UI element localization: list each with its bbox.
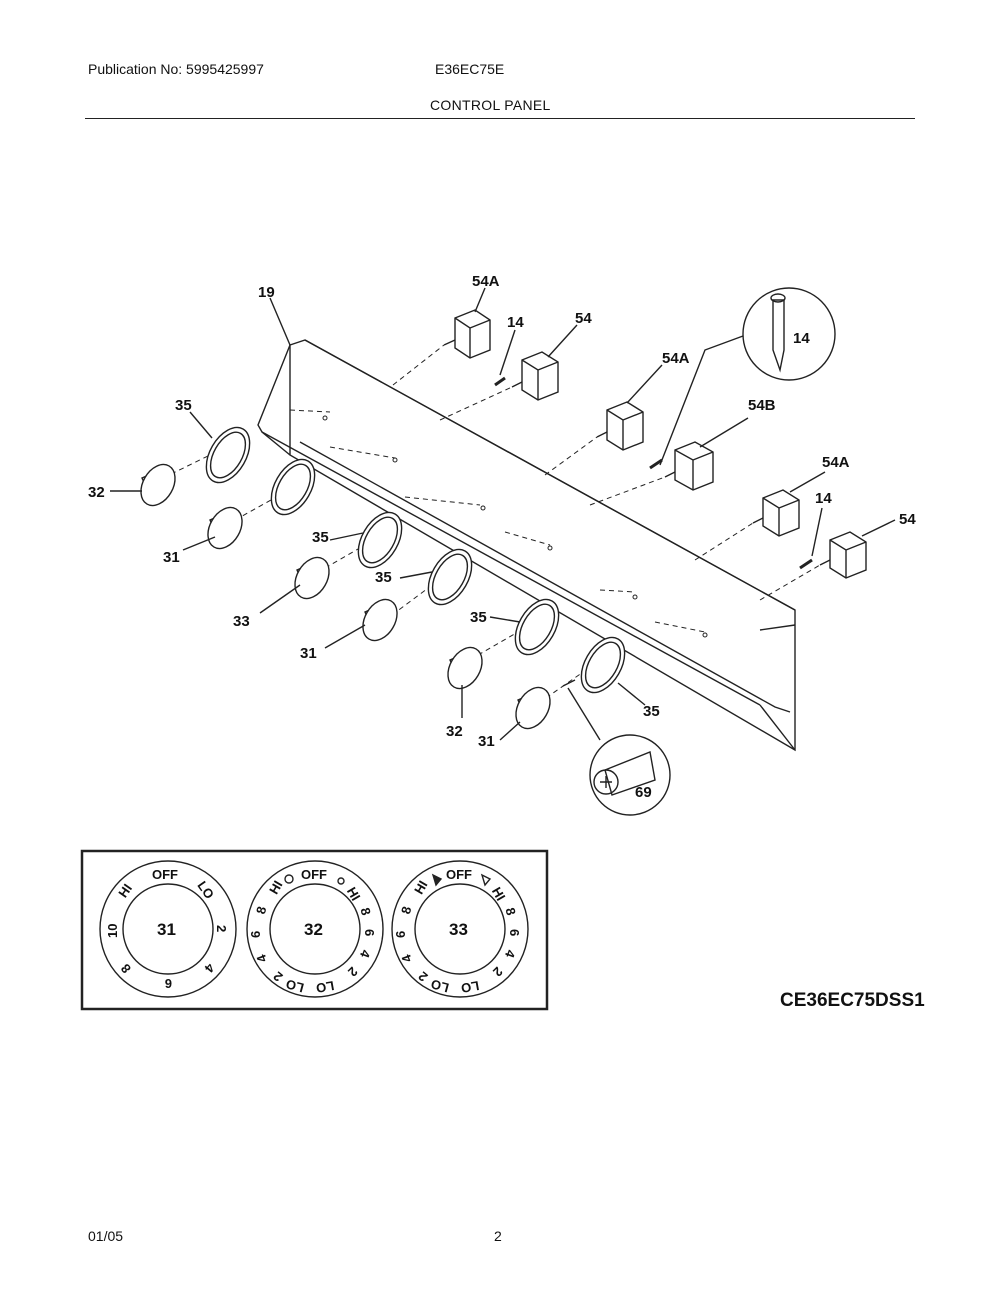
callout-19: 19 [258, 284, 275, 301]
dial-faces-box: 31 OFF HI LO 10 2 8 6 4 32 OFF HI 8 6 4 … [80, 849, 549, 1011]
valve-54-top [511, 351, 559, 401]
callout-54a-top: 54A [472, 273, 500, 290]
dial-33-off: OFF [446, 867, 472, 882]
dial-31-6: 6 [165, 976, 172, 991]
valve-54a-mid [596, 401, 644, 451]
callout-31-c: 31 [478, 733, 495, 750]
callout-14-top: 14 [507, 314, 524, 331]
callout-14-right: 14 [815, 490, 832, 507]
callout-33: 33 [233, 613, 250, 630]
footer-date: 01/05 [88, 1228, 124, 1244]
callout-54-right: 54 [899, 511, 916, 528]
dial-32-right-6: 6 [362, 929, 377, 936]
callout-54a-mid: 54A [662, 350, 690, 367]
callout-54-top: 54 [575, 310, 592, 327]
callout-35-a: 35 [175, 397, 192, 414]
publication-number: Publication No: 5995425997 [88, 61, 264, 77]
dial-32-left-8: 8 [253, 905, 269, 916]
callout-32-left: 32 [88, 484, 105, 501]
callout-14-detail: 14 [793, 330, 810, 347]
page-number: 2 [494, 1228, 502, 1244]
dial-32-left-hi: HI [266, 878, 285, 897]
header-rule [85, 118, 915, 119]
control-panel-part [257, 339, 796, 752]
dial-31 [99, 860, 237, 998]
dial-32-id: 32 [304, 920, 323, 939]
dial-31-10: 10 [105, 924, 120, 938]
dial-33-right-lo: LO [460, 978, 480, 996]
callout-35-c: 35 [375, 569, 392, 586]
dial-33-id: 33 [449, 920, 468, 939]
model-number: E36EC75E [435, 61, 505, 77]
dial-32-right-hi: HI [344, 885, 363, 904]
callout-31-a: 31 [163, 549, 180, 566]
detail-bubble-69 [562, 679, 671, 816]
valve-54-right [819, 531, 867, 579]
callout-69: 69 [635, 784, 652, 801]
valve-54a-top [443, 309, 491, 359]
section-title: CONTROL PANEL [430, 97, 551, 113]
dial-32-right-8: 8 [357, 906, 373, 917]
dial-32-off: OFF [301, 867, 327, 882]
dial-33-left-6: 6 [393, 931, 408, 938]
detail-bubble-14 [659, 287, 836, 466]
dial-33-right-6: 6 [507, 929, 522, 936]
dial-32-left-lo: LO [284, 976, 305, 995]
dial-32 [246, 860, 384, 998]
dial-33-left-hi: HI [411, 878, 430, 897]
callout-54a-right: 54A [822, 454, 850, 471]
dial-33-left-lo: LO [429, 976, 450, 995]
dial-32-left-6: 6 [248, 931, 263, 938]
dial-31-id: 31 [157, 920, 176, 939]
dial-33-right-8: 8 [502, 906, 518, 917]
valve-54a-right [752, 489, 800, 537]
valve-54b [664, 441, 714, 491]
dial-31-off: OFF [152, 867, 178, 882]
callout-54b: 54B [748, 397, 776, 414]
dial-31-2: 2 [214, 925, 229, 932]
callout-32-bottom: 32 [446, 723, 463, 740]
reference-code: CE36EC75DSS1 [780, 990, 925, 1011]
dial-33-right-hi: HI [489, 885, 508, 904]
dial-32-right-lo: LO [315, 978, 335, 996]
callout-35-d: 35 [470, 609, 487, 626]
callout-31-b: 31 [300, 645, 317, 662]
callout-35-e: 35 [643, 703, 660, 720]
dial-33-left-8: 8 [398, 905, 414, 916]
callout-35-b: 35 [312, 529, 329, 546]
dial-33 [391, 860, 529, 998]
